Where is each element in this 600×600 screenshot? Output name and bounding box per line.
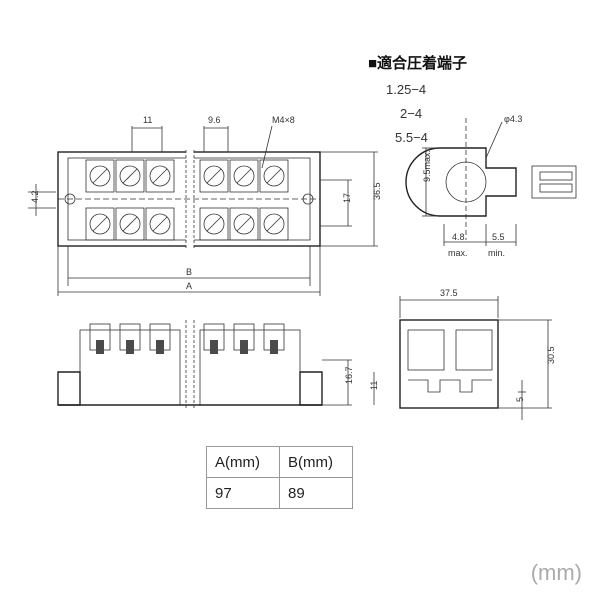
- dimension-table: A(mm) B(mm) 97 89: [206, 446, 353, 509]
- screw-head: [149, 213, 171, 235]
- dim-side-167: 16.7: [344, 366, 354, 384]
- screw-slot: [152, 168, 168, 184]
- dim-hole-dia: φ4.3: [504, 114, 522, 124]
- dim-end-width: 37.5: [440, 288, 458, 298]
- side-screw-shank: [126, 340, 134, 354]
- side-screw-shank: [156, 340, 164, 354]
- side-view: 16.7 11: [57, 320, 379, 410]
- spec-2: 2−4: [400, 106, 423, 121]
- screw-slot: [266, 216, 282, 232]
- terminal-slot: [199, 207, 229, 241]
- screw-head: [89, 165, 111, 187]
- screw-slot: [206, 168, 222, 184]
- dim-a-len: 4.8: [452, 232, 465, 242]
- screw-slot: [122, 216, 138, 232]
- terminal-slot: [229, 159, 259, 193]
- dim-hole-offset: 4.2: [30, 190, 40, 203]
- screw-slot: [236, 168, 252, 184]
- terminal-slot: [85, 207, 115, 241]
- terminal-slot: [259, 159, 289, 193]
- screw-head: [263, 165, 285, 187]
- terminal-slot: [85, 159, 115, 193]
- unit-label: (mm): [530, 560, 582, 585]
- crimp-terminal-drawing: φ4.3 9.5max. 4.8 max. 5.5 min.: [405, 114, 577, 258]
- screw-slot: [92, 168, 108, 184]
- dim-pitch-11: 11: [143, 115, 152, 125]
- dim-b-note: min.: [488, 248, 505, 258]
- crimp-terminal-title: ■適合圧着端子: [368, 55, 468, 72]
- screw-head: [119, 165, 141, 187]
- side-screw-shank: [210, 340, 218, 354]
- side-screw-shank: [96, 340, 104, 354]
- screw-head: [263, 213, 285, 235]
- dim-side-11: 11: [369, 381, 379, 390]
- screw-slot: [152, 216, 168, 232]
- table-header-a: A(mm): [206, 446, 280, 478]
- screw-head: [203, 165, 225, 187]
- side-screw-shank: [240, 340, 248, 354]
- screw-slot: [92, 216, 108, 232]
- top-view-dimensions: 11 9.6 M4×8 4.2 17 36.5 B A: [28, 115, 382, 296]
- screw-slot: [236, 216, 252, 232]
- terminal-slot: [259, 207, 289, 241]
- screw-head: [89, 213, 111, 235]
- dim-screw: M4×8: [272, 115, 295, 125]
- dim-width-max: 9.5max.: [422, 150, 432, 182]
- terminal-slot: [115, 159, 145, 193]
- terminal-slot: [145, 159, 175, 193]
- screw-slot: [122, 168, 138, 184]
- screw-head: [119, 213, 141, 235]
- table-cell-a: 97: [206, 477, 280, 509]
- screw-slot: [266, 168, 282, 184]
- side-screw-shank: [270, 340, 278, 354]
- dim-a-note: max.: [448, 248, 468, 258]
- dim-b: B: [186, 267, 192, 277]
- top-view: [57, 150, 321, 250]
- dim-row-spacing: 17: [342, 193, 352, 203]
- dim-a: A: [186, 281, 192, 291]
- terminal-slot: [199, 159, 229, 193]
- dim-b-len: 5.5: [492, 232, 505, 242]
- spec-1: 1.25−4: [386, 82, 427, 97]
- screw-head: [149, 165, 171, 187]
- table-cell-b: 89: [279, 477, 353, 509]
- dim-pitch-96: 9.6: [208, 115, 221, 125]
- end-view: 37.5 30.5 5: [399, 288, 556, 420]
- terminal-slot: [115, 207, 145, 241]
- terminal-slot: [145, 207, 175, 241]
- screw-head: [233, 213, 255, 235]
- screw-head: [233, 165, 255, 187]
- terminal-slot: [229, 207, 259, 241]
- table-header-b: B(mm): [279, 446, 353, 478]
- dim-end-base: 5: [515, 397, 525, 402]
- dim-height: 36.5: [372, 182, 382, 200]
- dim-end-height: 30.5: [546, 346, 556, 364]
- spec-3: 5.5−4: [395, 130, 428, 145]
- screw-slot: [206, 216, 222, 232]
- screw-head: [203, 213, 225, 235]
